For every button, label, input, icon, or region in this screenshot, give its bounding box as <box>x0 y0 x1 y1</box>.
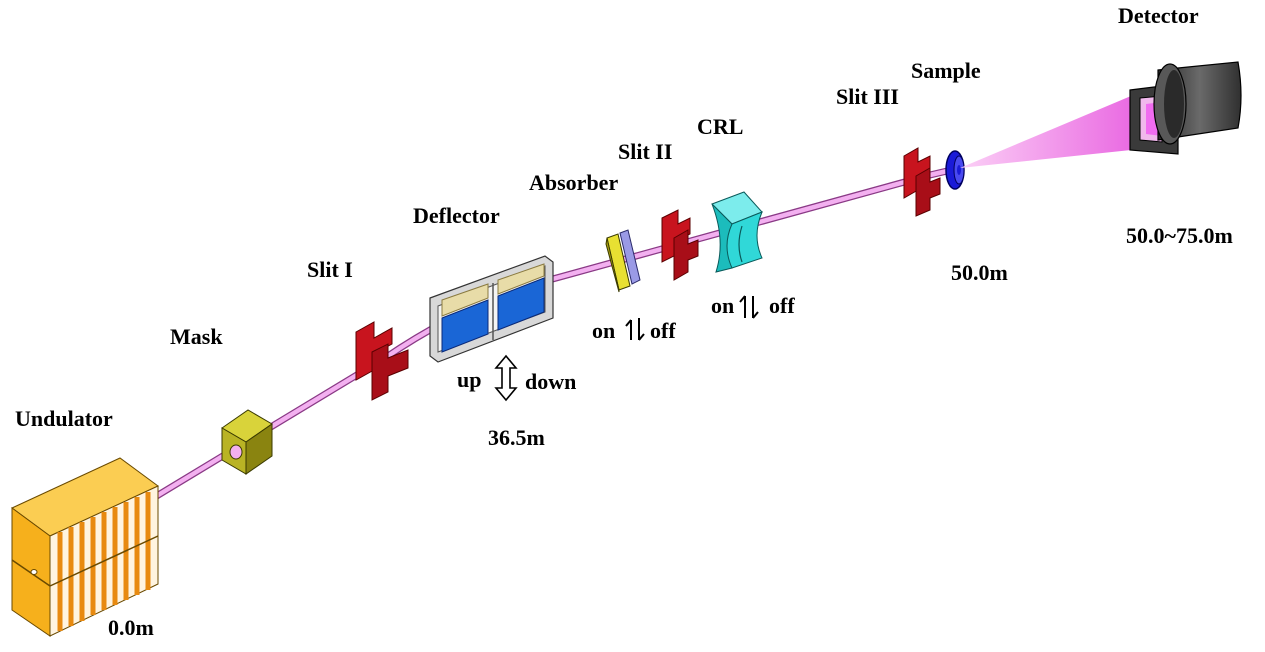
deflector-label: Deflector <box>413 203 500 228</box>
undulator-distance: 0.0m <box>108 615 154 640</box>
deflector-distance: 36.5m <box>488 425 545 450</box>
absorber-label: Absorber <box>529 170 619 195</box>
slit1-component <box>355 321 409 401</box>
slit2-label: Slit II <box>618 139 673 164</box>
detector-distance: 50.0~75.0m <box>1126 223 1233 248</box>
deflector-up-label: up <box>457 367 482 392</box>
slit2-component <box>661 209 699 281</box>
sample-component <box>945 150 965 190</box>
slit1-label: Slit I <box>307 257 353 282</box>
crl-on-label: on <box>711 293 735 318</box>
sample-distance: 50.0m <box>951 260 1008 285</box>
absorber-off-label: off <box>650 318 676 343</box>
crl-component <box>711 191 763 273</box>
absorber-on-label: on <box>592 318 616 343</box>
detector-label: Detector <box>1118 3 1199 28</box>
sample-label: Sample <box>911 58 981 83</box>
on-off-arrow-icon <box>625 318 645 341</box>
detector-cone <box>960 88 1150 168</box>
absorber-component <box>605 229 641 293</box>
deflector-component <box>429 255 554 363</box>
detector-component <box>1129 61 1242 155</box>
deflector-down-label: down <box>525 369 577 394</box>
mask-component <box>221 409 273 475</box>
crl-off-label: off <box>769 293 795 318</box>
slit3-label: Slit III <box>836 84 899 109</box>
undulator-label: Undulator <box>15 406 113 431</box>
crl-label: CRL <box>697 114 744 139</box>
up-down-arrow-icon <box>494 354 518 402</box>
mask-label: Mask <box>170 324 223 349</box>
undulator-component <box>11 457 159 637</box>
slit3-component <box>903 147 941 217</box>
on-off-arrow-icon <box>739 295 759 319</box>
